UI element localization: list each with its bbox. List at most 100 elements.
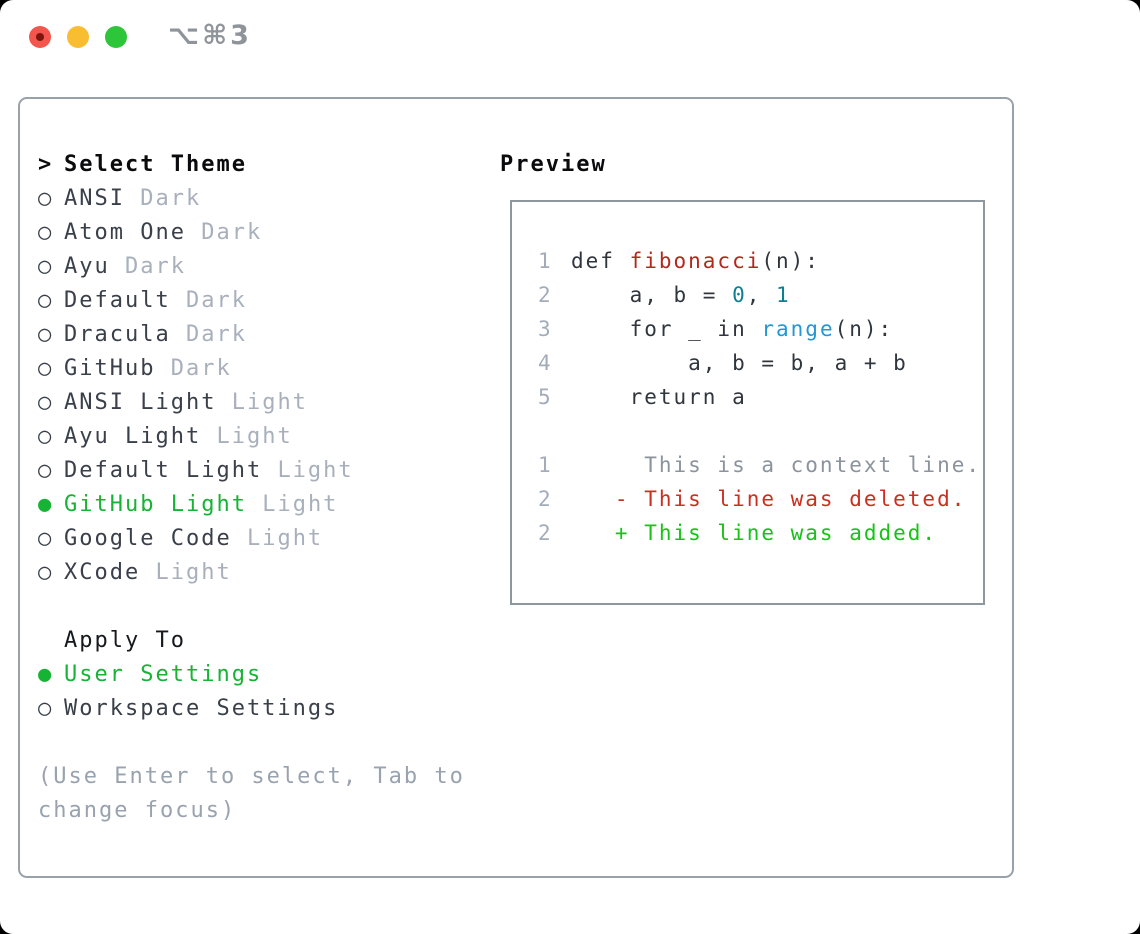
theme-name: GitHub Light xyxy=(64,492,247,517)
theme-option-ansi[interactable]: ○ ANSI Dark xyxy=(38,182,490,216)
code-token-builtin: range xyxy=(761,317,835,341)
line-number: 2 xyxy=(538,487,553,511)
variant-badge: Light xyxy=(262,492,339,517)
window-title-shortcut: ⌥⌘3 xyxy=(168,20,252,51)
code-line: 5 return a xyxy=(538,380,975,414)
code-line: 2 - This line was deleted. xyxy=(538,482,975,516)
code-line: 2 a, b = 0, 1 xyxy=(538,278,975,312)
theme-option-github[interactable]: ○GitHub Dark xyxy=(38,352,490,386)
radio-icon: ○ xyxy=(38,220,54,245)
variant-badge: Light xyxy=(231,390,308,415)
apply-to-option-list: ● User Settings ○ Workspace Settings xyxy=(38,658,490,726)
select-theme-header: > Select Theme xyxy=(38,148,490,182)
line-number: 4 xyxy=(538,351,553,375)
variant-badge: Dark xyxy=(140,186,202,211)
code-line: 1 This is a context line. xyxy=(538,448,979,482)
variant-badge: Dark xyxy=(185,322,247,347)
radio-icon: ○ xyxy=(38,458,54,483)
theme-option-google-code[interactable]: ○Google Code Light xyxy=(38,522,490,556)
line-number: 2 xyxy=(538,521,553,545)
code-token-code: a, b = xyxy=(571,283,733,307)
spacer xyxy=(38,590,490,624)
spacer xyxy=(38,726,490,760)
theme-name: Google Code xyxy=(64,526,232,551)
theme-option-list: ○ ANSI Dark ○ Atom One Dark ○ Ayu Dark ○ Defaul… xyxy=(38,182,490,590)
variant-badge: Light xyxy=(216,424,293,449)
theme-name: Default Light xyxy=(64,458,263,483)
close-dot-icon xyxy=(36,33,44,41)
code-token-code: for _ in xyxy=(571,317,762,341)
code-line: 3 for _ in range(n): xyxy=(538,312,975,346)
theme-name: Ayu xyxy=(64,254,110,279)
code-line: 4 a, b = b, a + b xyxy=(538,346,975,380)
fullscreen-button[interactable] xyxy=(105,26,127,48)
apply-option-workspace-settings[interactable]: ○ Workspace Settings xyxy=(38,692,490,726)
theme-option-default[interactable]: ○ Default Dark xyxy=(38,284,490,318)
code-token-deleted: - This line was deleted. xyxy=(571,487,967,511)
theme-list-column: > Select Theme ○ ANSI Dark ○ Atom One Dark ○ A… xyxy=(38,148,490,828)
minimize-button[interactable] xyxy=(67,26,89,48)
code-token-context: This is a context line. xyxy=(571,453,982,477)
select-theme-header-label: Select Theme xyxy=(64,152,247,177)
theme-option-xcode[interactable]: ○ XCode Light xyxy=(38,556,490,590)
code-line: 2 + This line was added. xyxy=(538,516,975,550)
code-token-number: 1 xyxy=(776,283,791,307)
apply-option-user-settings[interactable]: ● User Settings xyxy=(38,658,490,692)
radio-icon: ○ xyxy=(38,254,54,279)
theme-name: Ayu Light xyxy=(64,424,202,449)
variant-badge: Dark xyxy=(125,254,186,279)
code-token-code: , xyxy=(746,283,777,307)
theme-name: ANSI Light xyxy=(64,390,217,415)
apply-to-header: Apply To xyxy=(64,628,186,653)
cursor-prompt-icon: > xyxy=(38,152,54,177)
line-number: 1 xyxy=(538,249,553,273)
variant-badge: Light xyxy=(155,560,232,585)
radio-icon: ○ xyxy=(38,288,54,313)
variant-badge: Light xyxy=(277,458,354,483)
radio-icon: ● xyxy=(38,492,54,517)
code-token-added: + This line was added. xyxy=(571,521,938,545)
theme-option-ayu-light[interactable]: ○ Ayu Light Light xyxy=(38,420,490,454)
line-number: 1 xyxy=(538,453,553,477)
theme-name: Default xyxy=(64,288,171,313)
close-button[interactable] xyxy=(29,26,51,48)
radio-icon: ○ xyxy=(38,560,54,585)
variant-badge: Dark xyxy=(185,288,247,313)
theme-name: XCode xyxy=(64,560,141,585)
radio-icon: ○ xyxy=(38,424,54,449)
code-line xyxy=(538,414,975,448)
apply-option-label: Workspace Settings xyxy=(64,696,339,721)
theme-option-github-light[interactable]: ● GitHub Light Light xyxy=(38,488,490,522)
code-token-number: 0 xyxy=(732,283,747,307)
theme-option-ayu[interactable]: ○ Ayu Dark xyxy=(38,250,490,284)
theme-name: GitHub xyxy=(64,356,156,381)
theme-option-atom-one[interactable]: ○ Atom One Dark xyxy=(38,216,490,250)
code-token-code: def xyxy=(571,249,630,273)
code-token-code: return a xyxy=(571,385,747,409)
theme-name: Atom One xyxy=(64,220,186,245)
line-number: 2 xyxy=(538,283,553,307)
variant-badge: Dark xyxy=(201,220,263,245)
theme-option-dracula[interactable]: ○Dracula Dark xyxy=(38,318,490,352)
theme-option-default-light[interactable]: ○ Default Light Light xyxy=(38,454,490,488)
code-token-code: (n): xyxy=(834,317,894,341)
theme-option-ansi-light[interactable]: ○ ANSI Light Light xyxy=(38,386,490,420)
line-number: 5 xyxy=(538,385,553,409)
code-token-function: fibonacci xyxy=(629,249,762,273)
radio-icon: ○ xyxy=(38,356,54,381)
apply-option-label: User Settings xyxy=(64,662,263,687)
radio-icon: ○ xyxy=(38,186,54,211)
radio-icon: ○ xyxy=(38,696,54,721)
code-token-code: a, b = b, a + b xyxy=(571,351,908,375)
line-number: 3 xyxy=(538,317,553,341)
radio-icon: ● xyxy=(38,662,54,687)
radio-icon: ○ xyxy=(38,390,54,415)
theme-name: ANSI xyxy=(64,186,125,211)
hint-text: (Use Enter to select, Tab to change focu… xyxy=(38,764,465,823)
preview-header-label: Preview xyxy=(500,152,607,177)
radio-icon: ○ xyxy=(38,526,54,551)
